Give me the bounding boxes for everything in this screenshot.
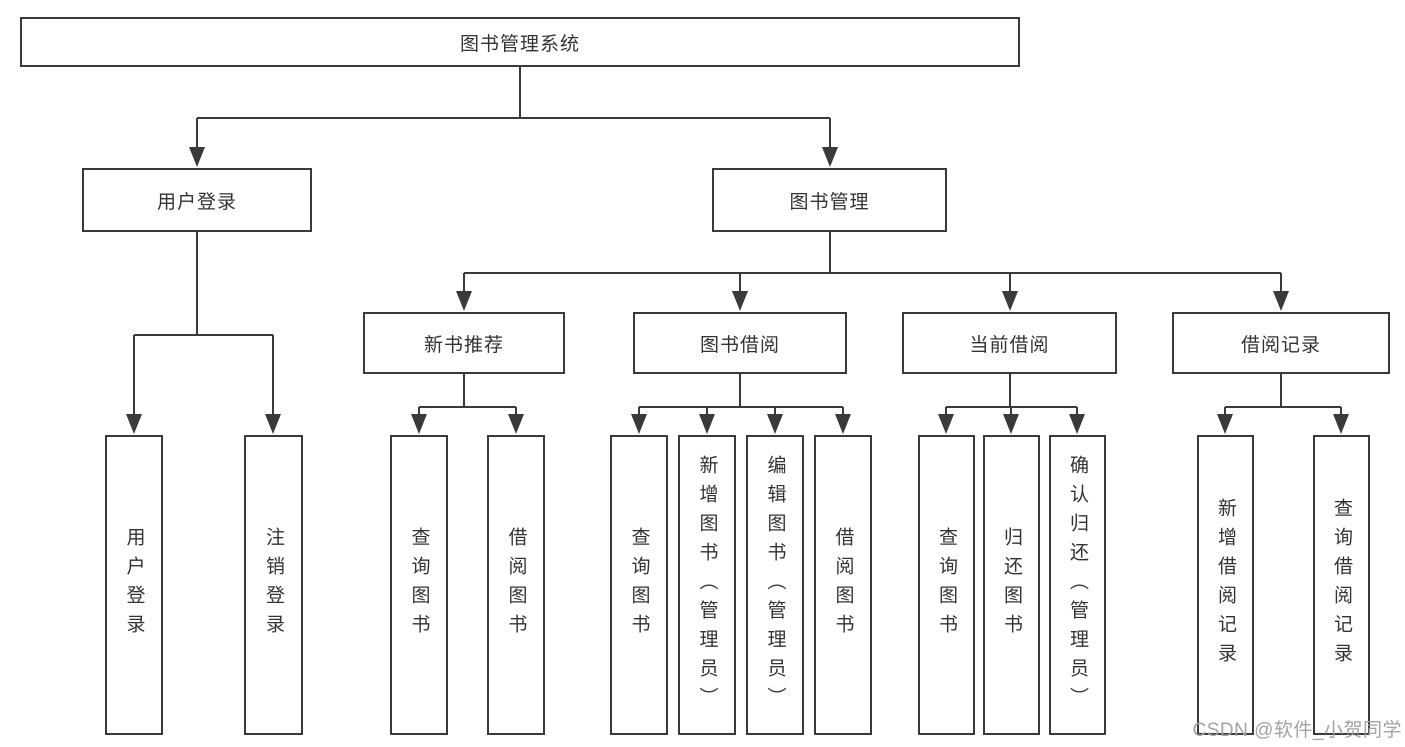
node-leaf-query-books-1: 查询图书	[390, 435, 448, 735]
leaf-label: 确认归还（管理员）	[1067, 454, 1088, 716]
leaf-label: 借阅图书	[505, 527, 527, 643]
leaf-label: 注销登录	[263, 527, 284, 643]
node-borrow-records: 借阅记录	[1172, 312, 1390, 374]
node-user-login: 用户登录	[82, 168, 312, 232]
node-leaf-borrow-books-2: 借阅图书	[814, 435, 872, 735]
leaf-label: 用户登录	[123, 527, 145, 643]
leaf-label: 查询图书	[628, 527, 650, 643]
node-leaf-user-login: 用户登录	[105, 435, 163, 735]
leaf-label: 查询借阅记录	[1331, 498, 1352, 672]
node-root: 图书管理系统	[20, 17, 1020, 67]
leaf-label: 查询图书	[408, 527, 430, 643]
node-leaf-borrow-books-1: 借阅图书	[487, 435, 545, 735]
node-new-book-rec: 新书推荐	[363, 312, 565, 374]
connector-book-mgmt	[456, 232, 1289, 311]
connector-root-to-level2	[189, 67, 838, 167]
node-leaf-query-books-3: 查询图书	[918, 435, 975, 735]
connector-borrow-records	[1217, 374, 1349, 434]
node-leaf-confirm-return: 确认归还（管理员）	[1049, 435, 1106, 735]
node-leaf-add-books: 新增图书（管理员）	[678, 435, 736, 735]
leaf-label: 归还图书	[1001, 527, 1022, 643]
leaf-label: 新增图书（管理员）	[696, 454, 718, 716]
connector-new-book-rec	[411, 374, 524, 434]
leaf-label: 查询图书	[936, 527, 957, 643]
leaf-label: 借阅图书	[832, 527, 854, 643]
node-book-borrow: 图书借阅	[633, 312, 847, 374]
node-leaf-return-books: 归还图书	[983, 435, 1040, 735]
connector-book-borrow	[631, 374, 851, 434]
node-current-borrow: 当前借阅	[902, 312, 1117, 374]
connector-current-borrow	[938, 374, 1085, 434]
leaf-label: 新增借阅记录	[1215, 498, 1236, 672]
leaf-label: 编辑图书（管理员）	[764, 454, 786, 716]
node-leaf-logout: 注销登录	[244, 435, 303, 735]
connector-user-login	[126, 232, 281, 434]
csdn-watermark: CSDN @软件_小贺同学	[1192, 720, 1402, 741]
node-leaf-add-borrow-record: 新增借阅记录	[1197, 435, 1254, 735]
node-leaf-query-borrow-record: 查询借阅记录	[1313, 435, 1370, 735]
node-book-mgmt: 图书管理	[712, 168, 947, 232]
node-leaf-query-books-2: 查询图书	[610, 435, 668, 735]
node-leaf-edit-books: 编辑图书（管理员）	[746, 435, 804, 735]
